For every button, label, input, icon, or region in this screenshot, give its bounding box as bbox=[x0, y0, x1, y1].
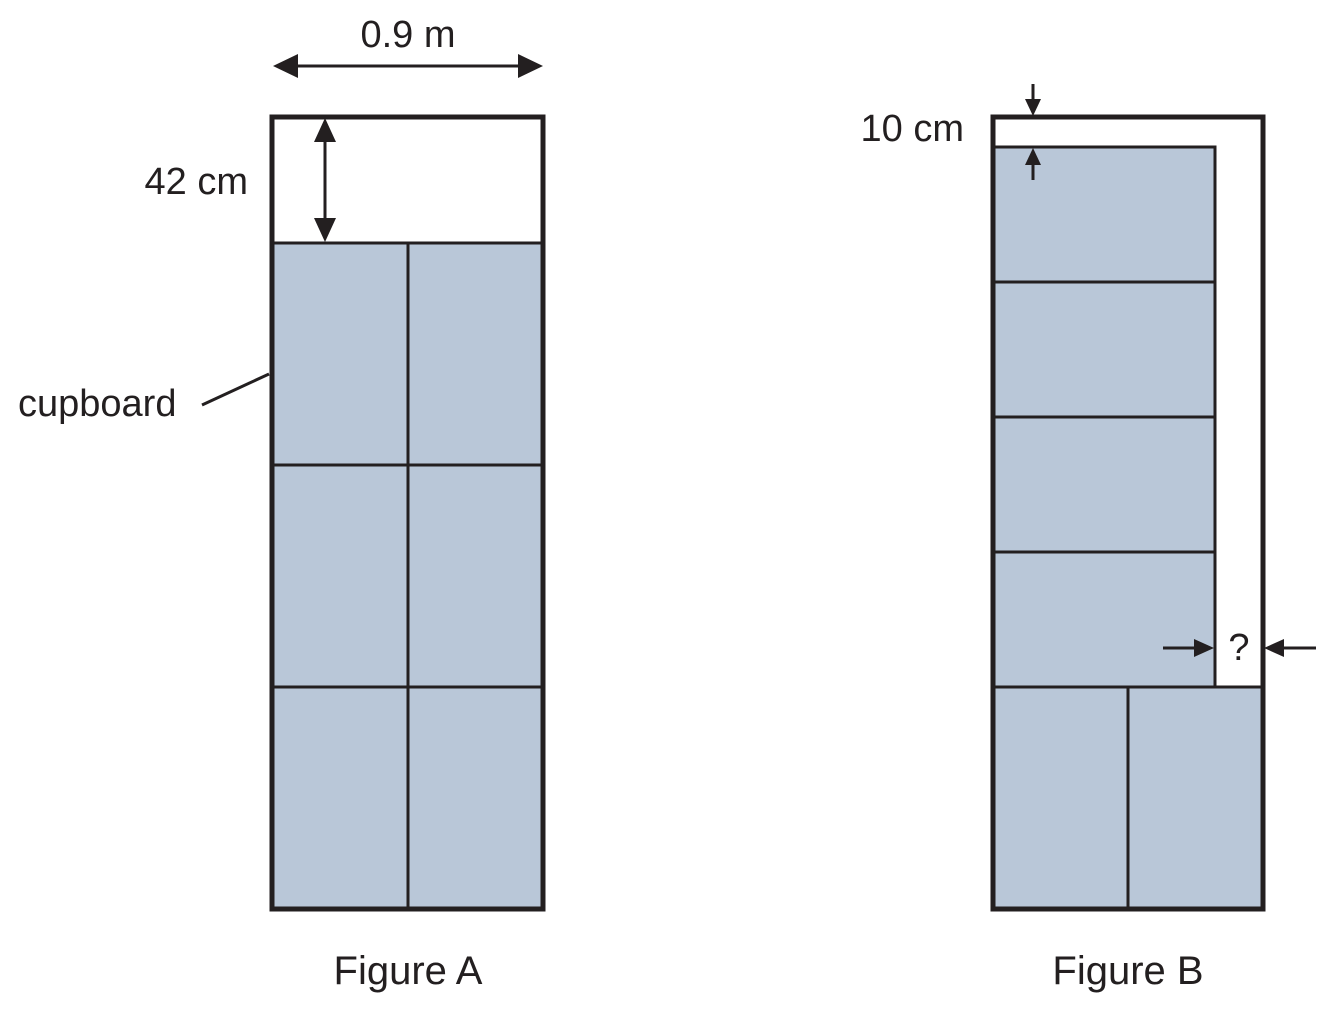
cupboard-label: cupboard bbox=[18, 383, 176, 425]
gap-height-dimension-arrow bbox=[314, 118, 336, 242]
figure-a-cupboard bbox=[406, 463, 545, 689]
top-gap-dimension-arrows bbox=[1025, 84, 1041, 180]
figure-a-frame bbox=[269, 114, 546, 912]
figure-b-bottom-cupboards bbox=[991, 685, 1265, 911]
figure-a-cupboards bbox=[270, 241, 545, 911]
figure-a-cupboard bbox=[270, 685, 410, 911]
figure-b: 10 cm ? Figure B bbox=[861, 84, 1316, 993]
figure-a: 0.9 m 42 cm cupboard Figure A bbox=[18, 14, 546, 993]
figure-b-cupboard bbox=[991, 685, 1130, 911]
width-dimension-arrow bbox=[273, 54, 543, 78]
figure-b-stacked-cupboards bbox=[991, 145, 1217, 689]
figure-a-cupboard bbox=[406, 685, 545, 911]
side-gap-label: ? bbox=[1228, 627, 1249, 669]
figure-b-cupboard bbox=[991, 550, 1217, 689]
figure-a-caption: Figure A bbox=[334, 949, 483, 993]
figure-b-cupboard bbox=[991, 280, 1217, 419]
figure-a-cupboard bbox=[270, 241, 410, 467]
gap-height-label: 42 cm bbox=[145, 161, 248, 203]
top-gap-label: 10 cm bbox=[861, 108, 964, 150]
cupboard-leader-line bbox=[201, 372, 270, 407]
figure-a-cupboard bbox=[406, 241, 545, 467]
figure-a-cupboard bbox=[270, 463, 410, 689]
figure-b-frame bbox=[990, 114, 1266, 912]
figure-b-cupboard bbox=[991, 415, 1217, 554]
figure-b-caption: Figure B bbox=[1052, 949, 1203, 993]
figure-b-cupboard bbox=[991, 145, 1217, 284]
figure-b-cupboard bbox=[1126, 685, 1265, 911]
side-gap-dimension-arrows bbox=[1163, 639, 1316, 657]
width-label: 0.9 m bbox=[360, 14, 455, 56]
